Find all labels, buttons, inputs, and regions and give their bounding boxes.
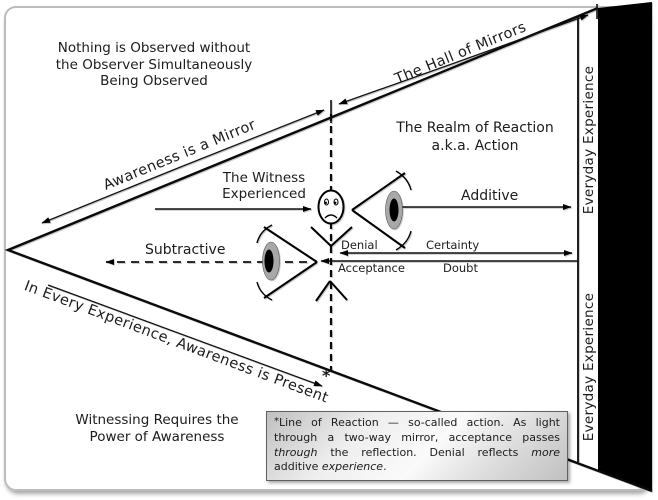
- nothing-observed-line3: Being Observed: [100, 73, 208, 89]
- sad-face-icon: [317, 189, 345, 225]
- everyday-experience-bottom-label: Everyday Experience: [580, 292, 597, 442]
- footnote-seg4: additive: [274, 460, 322, 474]
- footnote-seg6: .: [383, 460, 387, 474]
- witness-line2: Experienced: [222, 186, 306, 202]
- reaction-asterisk: *: [322, 366, 331, 385]
- figure-right-leg: [329, 280, 348, 301]
- hall-dimension-arrow: [338, 4, 598, 105]
- stick-figure-icon: [310, 189, 353, 302]
- figure-right-arm: [330, 226, 353, 247]
- figure-left-leg: [315, 280, 331, 302]
- acceptance-label: Acceptance: [338, 261, 405, 275]
- bottom-dimension-arrow: [47, 284, 323, 387]
- nothing-observed-text: Nothing is Observed without the Observer…: [56, 40, 252, 90]
- realm-line1: The Realm of Reaction: [396, 120, 554, 136]
- left-eye-icon: [256, 224, 318, 301]
- triangle-edges: [4, 6, 653, 493]
- doubt-label: Doubt: [443, 261, 478, 275]
- footnote-box: *Line of Reaction — so-called action. As…: [266, 411, 568, 481]
- subtractive-label: Subtractive: [145, 242, 226, 258]
- footnote-marker: *: [274, 416, 279, 427]
- footnote-seg3: more: [531, 445, 560, 459]
- nothing-observed-line2: the Observer Simultaneously: [55, 56, 253, 73]
- footnote-seg2: the reflection. Denial reflects: [317, 445, 532, 459]
- witnessing-line1: Witnessing Requires the: [75, 412, 239, 428]
- realm-line2: a.k.a. Action: [431, 137, 519, 154]
- witness-experienced-label: The Witness Experienced: [222, 170, 306, 202]
- additive-label: Additive: [461, 188, 519, 204]
- nothing-observed-line1: Nothing is Observed without: [57, 40, 251, 56]
- everyday-experience-top-label: Everyday Experience: [580, 65, 597, 215]
- footnote-seg1: through: [274, 445, 318, 459]
- denial-label: Denial: [341, 238, 378, 252]
- witnessing-text: Witnessing Requires the Power of Awarene…: [75, 412, 238, 445]
- footnote-seg0: Line of Reaction — so-called action. As …: [274, 416, 560, 445]
- witness-line1: The Witness: [222, 170, 306, 186]
- witnessing-line2: Power of Awareness: [89, 428, 225, 445]
- right-eye-icon: [351, 170, 412, 251]
- footnote-seg5: experience: [321, 460, 384, 474]
- triangle-outline: [4, 6, 653, 493]
- black-mirror-wedge: [598, 2, 652, 491]
- realm-of-reaction-text: The Realm of Reaction a.k.a. Action: [396, 120, 554, 155]
- figure-left-arm: [310, 226, 332, 247]
- certainty-label: Certainty: [426, 238, 480, 252]
